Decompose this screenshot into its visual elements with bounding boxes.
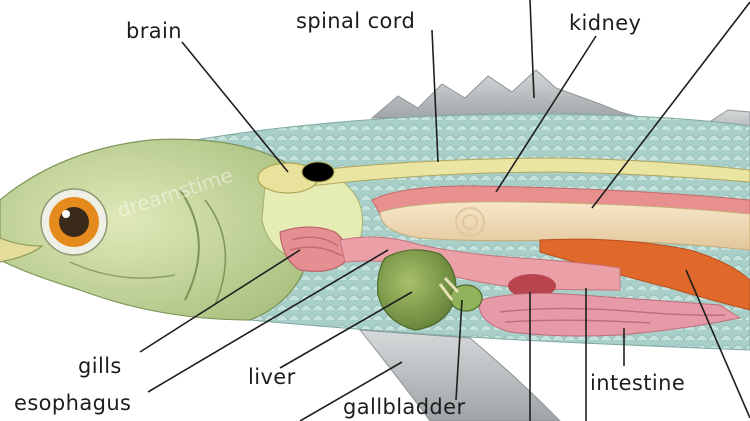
- leader-spleen: [685, 269, 750, 419]
- cheek-line: [69, 261, 176, 279]
- label-gills: gills: [78, 354, 122, 378]
- stomach-dark: [508, 274, 556, 298]
- spinal-cord: [299, 157, 750, 187]
- operculum-line: [204, 199, 227, 306]
- leader-esophagus: [147, 249, 389, 393]
- label-spinal-cord: spinal cord: [296, 9, 415, 33]
- intestine: [478, 292, 742, 337]
- operculum-line: [179, 189, 200, 301]
- eye-highlight: [62, 210, 70, 218]
- bladder-swirl: [462, 214, 478, 230]
- leader-liver: [279, 291, 413, 369]
- label-gallbladder: gallbladder: [343, 395, 466, 419]
- leader-brain: [181, 41, 289, 173]
- dorsal-fin: [370, 69, 651, 121]
- leader-gallbladder: [455, 299, 463, 401]
- leader-bottom-edge: [299, 361, 403, 421]
- label-esophagus: esophagus: [14, 391, 131, 415]
- fish-mouth: [0, 237, 44, 263]
- leader-gills: [139, 249, 301, 353]
- bladder-swirl: [455, 207, 485, 237]
- brain-lobe: [301, 161, 335, 183]
- label-brain: brain: [126, 19, 182, 43]
- label-intestine: intestine: [590, 371, 685, 395]
- leader-spinal-cord: [431, 29, 439, 163]
- label-liver: liver: [248, 365, 296, 389]
- leader-lines: [139, 0, 750, 421]
- label-kidney: kidney: [569, 11, 641, 35]
- swim-bladder: [379, 201, 750, 251]
- leader-swim-bladder: [591, 1, 750, 209]
- leader-kidney: [495, 35, 597, 193]
- liver: [377, 249, 457, 331]
- leader-top-edge: [529, 0, 535, 99]
